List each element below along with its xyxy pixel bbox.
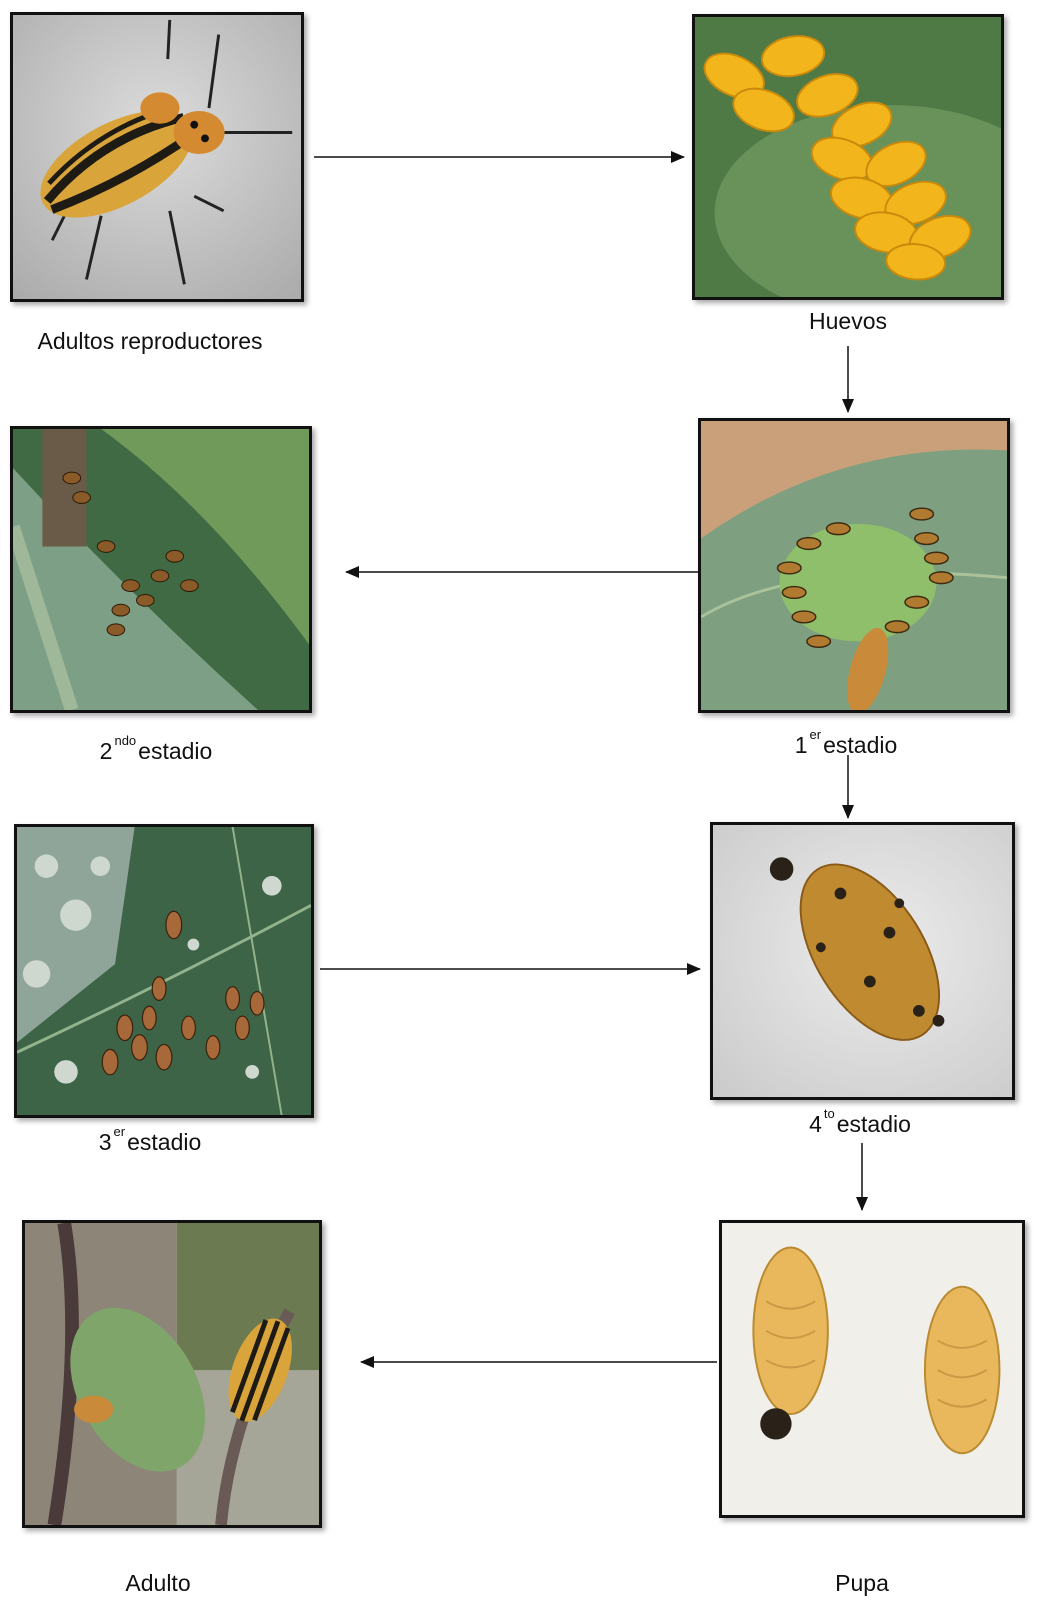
flow-arrows [0,0,1054,1618]
